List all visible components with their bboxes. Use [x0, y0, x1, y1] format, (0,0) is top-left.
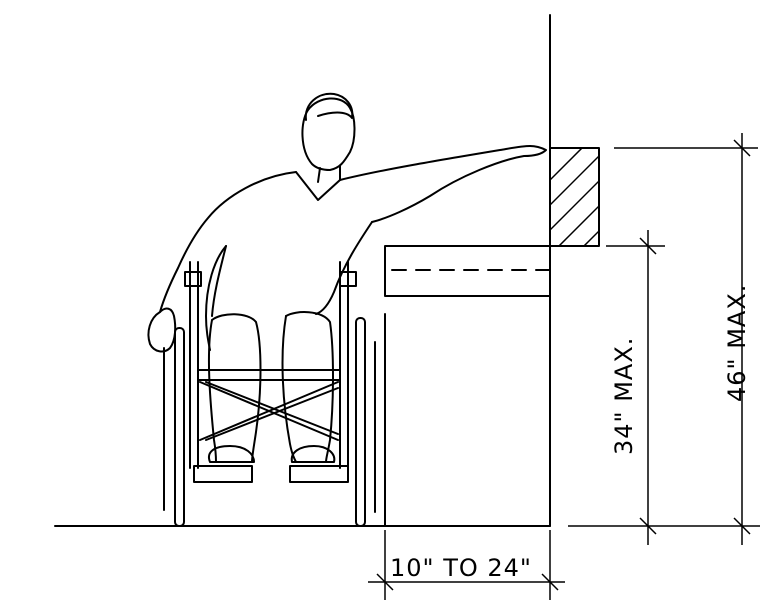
torso-left — [211, 245, 227, 317]
left-leg-inner — [207, 319, 217, 463]
counter-depth-label: 10" TO 24" — [390, 554, 532, 582]
head — [301, 97, 356, 171]
left-shoulder-arm — [159, 171, 297, 313]
right-footrest — [289, 465, 349, 483]
hair — [304, 92, 354, 121]
right-leg — [285, 311, 334, 463]
reaching-arm-top — [339, 145, 531, 181]
torso-right — [315, 221, 373, 315]
left-shoe — [208, 445, 255, 463]
right-shoe — [290, 445, 336, 463]
left-wheel — [174, 327, 185, 527]
reach-height-label: 46" MAX. — [723, 284, 751, 402]
left-footrest — [193, 465, 253, 483]
dimension-reach-height: 46" MAX. — [568, 133, 760, 545]
right-leg-inner — [281, 315, 297, 463]
collar — [295, 171, 341, 201]
counter — [384, 245, 551, 527]
left-forearm — [205, 245, 227, 351]
hatch-pattern — [550, 148, 599, 246]
left-leg — [211, 313, 262, 463]
dimension-counter-depth: 10" TO 24" — [368, 530, 565, 600]
rear-wheel-front — [355, 317, 366, 527]
left-hand — [147, 307, 177, 353]
left-armrest-pad — [184, 271, 202, 287]
wall-mounted-control — [549, 147, 600, 247]
reaching-hand — [371, 145, 547, 223]
control-box — [549, 147, 600, 247]
person — [147, 92, 547, 463]
wheelchair — [163, 261, 376, 527]
counter-height-label: 34" MAX. — [610, 337, 638, 455]
dimension-counter-height: 34" MAX. — [606, 230, 665, 545]
